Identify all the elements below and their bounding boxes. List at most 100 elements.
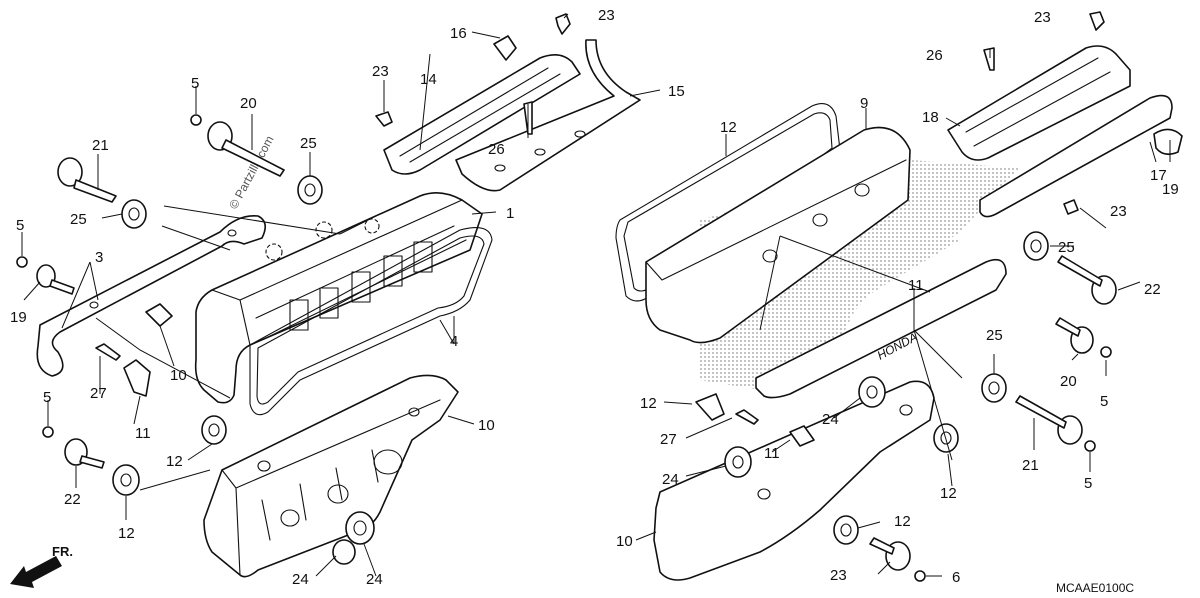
callout-label: 19 [1162, 181, 1179, 198]
cap-part-18 [1153, 128, 1183, 156]
grommet-part-25-a [121, 199, 147, 229]
callout-label: 25 [1058, 239, 1075, 256]
callout-label: 11 [908, 277, 924, 294]
nut-part-5-a [190, 114, 202, 126]
callout-label: 5 [43, 389, 51, 406]
callout-labels: 1 10 3 4 5 5 5 10 11 12 12 14 15 16 19 2… [10, 7, 1179, 595]
callout-label: 12 [640, 395, 657, 412]
leader-lines [21, 13, 1171, 577]
bracket-part-11-left [123, 359, 151, 397]
bolt-part-19-left [36, 264, 75, 295]
callout-label: 23 [598, 7, 615, 24]
callout-label: 21 [92, 137, 109, 154]
bolt-part-23-left-b [375, 111, 393, 127]
callout-label: 22 [1144, 281, 1161, 298]
callout-label: 5 [191, 75, 199, 92]
callout-label: 6 [952, 569, 960, 586]
collar-part-24-left-a [345, 511, 375, 545]
callout-label: 5 [16, 217, 24, 234]
grommet-part-25-b [297, 175, 323, 205]
callout-label: 14 [420, 71, 437, 88]
gasket-part-4 [249, 227, 493, 416]
bolt-part-20-left [207, 121, 285, 177]
callout-label: 11 [764, 445, 780, 462]
callout-label: 11 [135, 425, 151, 442]
callout-label: 25 [300, 135, 317, 152]
bolt-part-20-right [1015, 395, 1083, 445]
grommet-part-25-d [981, 373, 1007, 403]
gasket-part-9 [615, 103, 841, 302]
grommet-part-12-d [833, 515, 859, 545]
callout-label: 18 [922, 109, 939, 126]
callout-label: 12 [720, 119, 737, 136]
clip-part-10-left [145, 303, 173, 327]
callout-label: 17 [1150, 167, 1167, 184]
callout-label: 5 [1084, 475, 1092, 492]
callout-label: 23 [830, 567, 847, 584]
bolt-part-23-right-a [1089, 11, 1105, 31]
bolt-part-22-left [64, 438, 105, 469]
direction-label: FR. [52, 544, 73, 559]
stay-part-14 [455, 39, 641, 192]
grommet-part-12-b [112, 464, 140, 496]
callout-label: 12 [894, 513, 911, 530]
callout-label: 20 [240, 95, 257, 112]
callout-label: 23 [1034, 9, 1051, 26]
clip-part-15 [493, 35, 517, 61]
callout-label: 24 [366, 571, 383, 588]
callout-label: 21 [1022, 457, 1039, 474]
bolt-part-19-right [1055, 317, 1094, 354]
callout-label: 4 [450, 333, 458, 350]
callout-label: 5 [1100, 393, 1108, 410]
nut-part-5-b [16, 256, 28, 268]
callout-label: 26 [488, 141, 505, 158]
callout-label: 19 [10, 309, 27, 326]
left-assembly: FR. [10, 13, 641, 588]
lid-part-6 [645, 126, 911, 344]
grab-bar-part-16 [979, 94, 1173, 218]
callout-label: 27 [660, 431, 677, 448]
callout-label: 24 [662, 471, 679, 488]
trim-strip-part-3 [36, 215, 266, 377]
collar-part-24-right-a [858, 376, 886, 408]
screw-part-27-right [735, 409, 759, 425]
bracket-part-13 [383, 54, 581, 175]
callout-label: 12 [166, 453, 183, 470]
bolt-part-21-left [57, 157, 117, 203]
callout-label: 22 [64, 491, 81, 508]
bolt-part-23-right-b [1063, 199, 1079, 215]
callout-label: 10 [616, 533, 633, 550]
bolt-part-23-left-a [555, 13, 571, 35]
callout-label: 12 [940, 485, 957, 502]
callout-label: 15 [668, 83, 685, 100]
right-assembly: HONDA [615, 11, 1183, 582]
nut-part-5-e [914, 570, 926, 582]
callout-label: 1 [506, 205, 514, 222]
bolt-part-21-right [1057, 255, 1117, 305]
grommet-part-12-a [201, 415, 227, 445]
callout-label: 16 [450, 25, 467, 42]
lower-case-part-7 [653, 380, 935, 581]
callout-label: 24 [292, 571, 309, 588]
callout-label: 12 [118, 525, 135, 542]
screw-part-27-left [95, 343, 121, 361]
bracket-part-17 [947, 45, 1131, 161]
bracket-part-11-right [695, 393, 725, 421]
front-direction-arrow: FR. [10, 544, 73, 588]
bolt-part-22-right [869, 537, 911, 571]
callout-label: 26 [926, 47, 943, 64]
bolt-part-26-right [983, 47, 995, 71]
callout-label: 27 [90, 385, 107, 402]
diagram-code: MCAAE0100C [1056, 581, 1134, 595]
callout-label: 23 [372, 63, 389, 80]
lower-case-part-2 [203, 374, 459, 578]
grommet-part-25-c [1023, 231, 1049, 261]
callout-label: 20 [1060, 373, 1077, 390]
callout-label: 23 [1110, 203, 1127, 220]
callout-label: 10 [170, 367, 187, 384]
callout-label: 25 [70, 211, 87, 228]
callout-label: 9 [860, 95, 868, 112]
callout-label: 25 [986, 327, 1003, 344]
collar-part-24-left-b [332, 539, 356, 565]
